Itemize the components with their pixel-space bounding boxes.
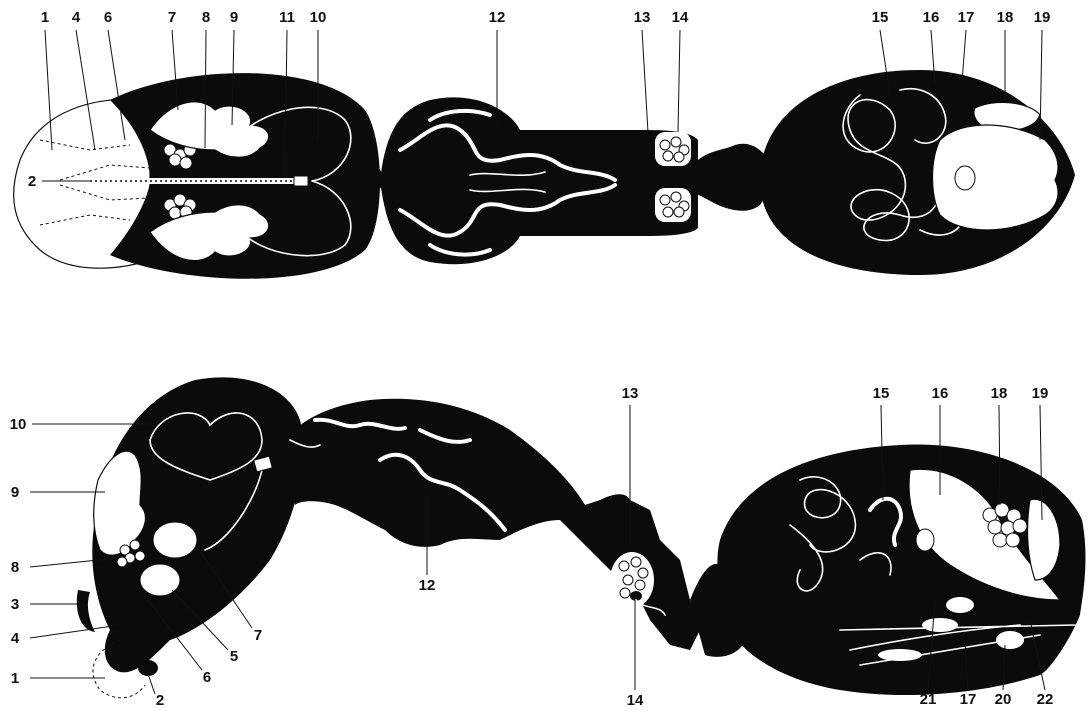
side-label-17: 17: [960, 691, 977, 708]
side-label-5: 5: [230, 648, 238, 665]
side-label-7: 7: [254, 627, 262, 644]
top-label-13: 13: [634, 9, 651, 26]
side-label-14: 14: [627, 692, 644, 709]
side-hook: [77, 590, 95, 632]
side-gaster-top-labels: 15 16 18 19: [873, 385, 1049, 402]
top-cord-ganglion: [294, 176, 308, 186]
top-label-6: 6: [104, 9, 112, 26]
side-label-1: 1: [11, 670, 19, 687]
side-label-3: 3: [11, 596, 19, 613]
top-label-9: 9: [230, 9, 238, 26]
side-gaster-vesicle: [916, 529, 934, 551]
top-label-12: 12: [489, 9, 506, 26]
top-poison-gland-lower: [655, 188, 691, 222]
top-label-2: 2: [28, 173, 36, 190]
side-poison-gland: [610, 552, 654, 608]
top-label-11: 11: [279, 9, 295, 26]
side-label-4: 4: [11, 630, 20, 647]
side-label-9: 9: [11, 484, 19, 501]
top-label-18: 18: [997, 9, 1014, 26]
top-label-15: 15: [872, 9, 889, 26]
top-gaster-central-organ: [933, 125, 1058, 230]
top-label-7: 7: [168, 9, 176, 26]
top-label-1: 1: [41, 9, 49, 26]
top-label-17: 17: [958, 9, 975, 26]
top-gaster-vesicle: [955, 166, 975, 190]
top-petiole-2: [698, 144, 770, 211]
top-label-10: 10: [310, 9, 327, 26]
side-left-labels: 10 9 8 3 4 1: [10, 416, 27, 687]
side-label-21: 21: [920, 691, 937, 708]
side-label-2: 2: [156, 692, 164, 709]
side-view: 10 9 8 3 4 1 7 5 6 2 12: [10, 377, 1086, 709]
top-label-19: 19: [1034, 9, 1051, 26]
side-mid-segment: [285, 399, 700, 650]
top-label-14: 14: [672, 9, 689, 26]
side-label-13: 13: [622, 385, 639, 402]
side-label-22: 22: [1037, 691, 1054, 708]
side-label-16: 16: [932, 385, 949, 402]
side-label-19: 19: [1032, 385, 1049, 402]
side-label-6: 6: [203, 669, 211, 686]
side-gland-round-upper: [153, 522, 197, 558]
side-label-18: 18: [991, 385, 1008, 402]
side-mandible: [138, 660, 158, 676]
side-label-10: 10: [10, 416, 27, 433]
top-label-4: 4: [72, 9, 81, 26]
side-label-15: 15: [873, 385, 890, 402]
side-label-12: 12: [419, 577, 436, 594]
top-view: 1 4 6 7 8 9 11 10 12 13 14 15 16 17 18 1…: [14, 9, 1075, 279]
top-label-16: 16: [923, 9, 940, 26]
side-label-8: 8: [11, 559, 19, 576]
side-gland-round-lower: [140, 564, 180, 596]
top-mid-segment: [380, 97, 698, 264]
top-label-8: 8: [202, 9, 210, 26]
top-poison-gland-upper: [655, 132, 691, 166]
side-label-20: 20: [995, 691, 1012, 708]
